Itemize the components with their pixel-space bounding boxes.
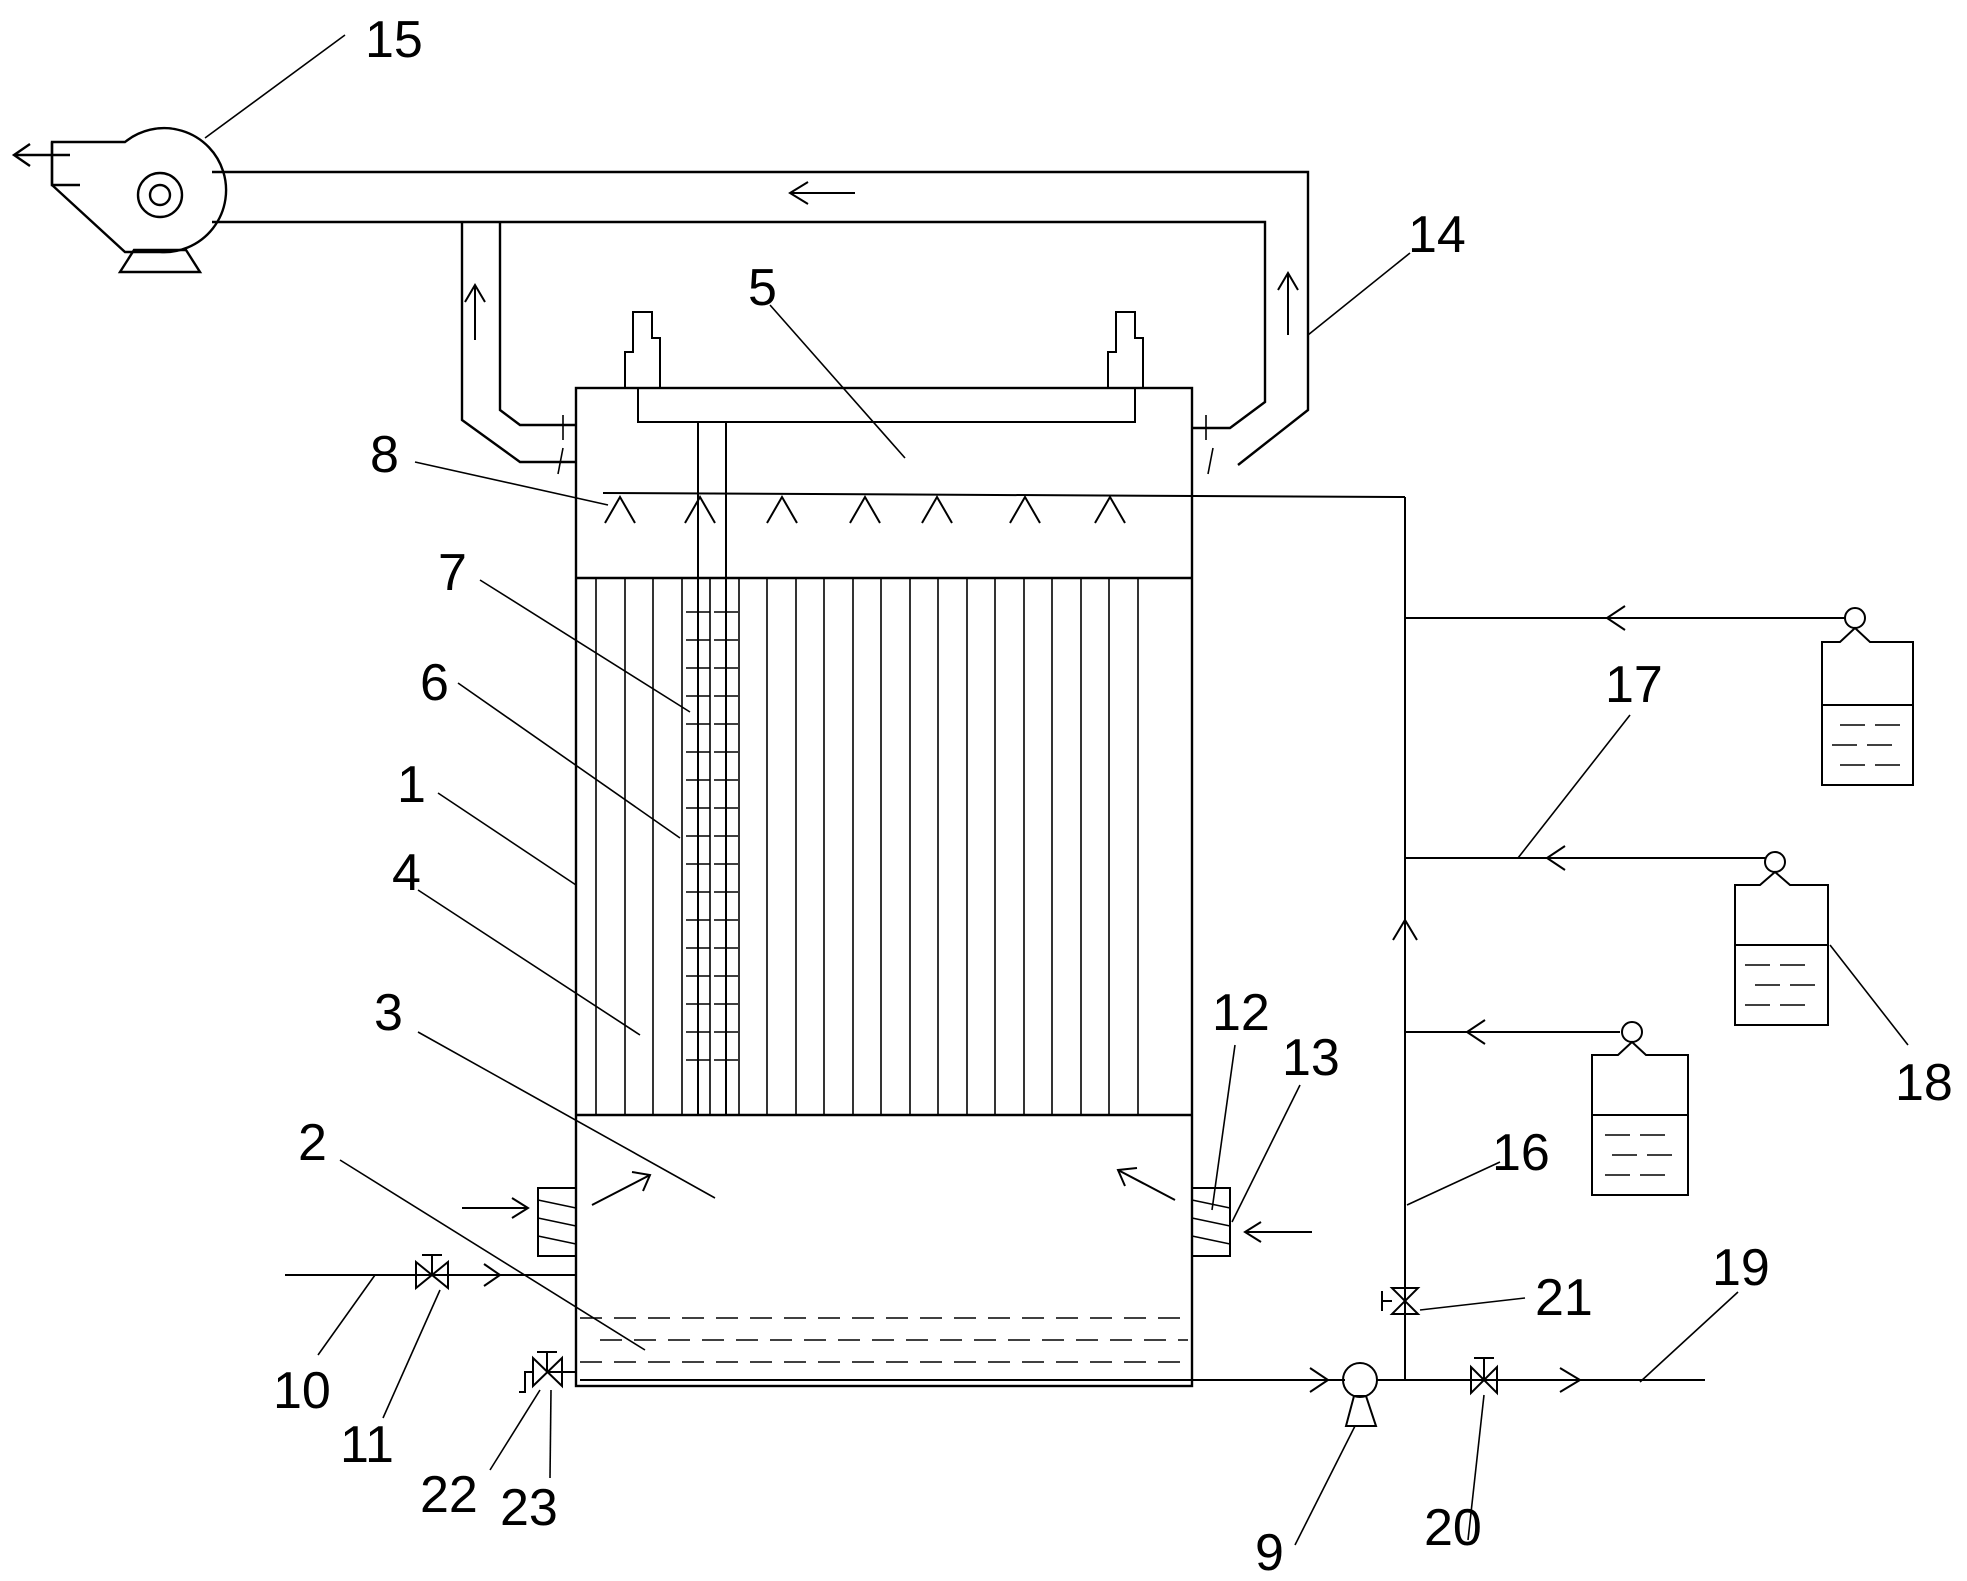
- leader-lines: [204, 34, 1909, 1546]
- label-14: 14: [1408, 206, 1466, 264]
- label-16: 16: [1492, 1124, 1550, 1182]
- label-18: 18: [1895, 1054, 1953, 1112]
- label-6: 6: [420, 654, 449, 712]
- dosing-tank-middle: [1405, 845, 1829, 1026]
- label-3: 3: [374, 984, 403, 1042]
- label-19: 19: [1712, 1239, 1770, 1297]
- label-5: 5: [748, 259, 777, 317]
- label-11: 11: [340, 1416, 394, 1474]
- packing-plates: [595, 578, 1139, 1115]
- recycle-line: [1381, 497, 1421, 1380]
- label-12: 12: [1212, 984, 1270, 1042]
- spray-nozzle: [849, 494, 881, 524]
- label-7: 7: [438, 544, 467, 602]
- label-4: 4: [392, 844, 421, 902]
- spray-nozzle: [921, 494, 953, 524]
- drain-valve: [519, 1351, 576, 1393]
- exhaust-duct: [212, 170, 1310, 475]
- label-22: 22: [420, 1466, 478, 1524]
- spray-nozzle: [684, 494, 716, 524]
- spray-nozzle: [1009, 494, 1041, 524]
- label-10: 10: [273, 1362, 331, 1420]
- label-23: 23: [500, 1479, 558, 1537]
- label-15: 15: [365, 11, 423, 69]
- dosing-tank-top: [1405, 605, 1914, 786]
- label-1: 1: [397, 756, 426, 814]
- water-inlet-pipe: [285, 1254, 576, 1291]
- callout-labels: 15 14 5 8 7 6 1 4 3 2 10 11 22 23 12 13 …: [273, 11, 1953, 1581]
- label-2: 2: [298, 1114, 327, 1172]
- spray-nozzle: [1094, 494, 1126, 524]
- label-9: 9: [1255, 1524, 1284, 1581]
- air-inlet-right: [1116, 1167, 1312, 1257]
- spray-nozzle: [766, 494, 798, 524]
- outlet-pipe: [1192, 1357, 1705, 1427]
- spray-nozzles: [604, 494, 1126, 524]
- label-17: 17: [1605, 656, 1663, 714]
- label-20: 20: [1424, 1499, 1482, 1557]
- spray-nozzle: [604, 494, 636, 524]
- dosing-tank-bottom: [1405, 1019, 1689, 1196]
- label-21: 21: [1535, 1269, 1593, 1327]
- air-inlet-left: [462, 1171, 652, 1257]
- label-8: 8: [370, 426, 399, 484]
- sensor-probe: [686, 611, 738, 1061]
- label-13: 13: [1282, 1029, 1340, 1087]
- exhaust-fan: [11, 127, 228, 274]
- reactor-vessel: [574, 311, 1406, 1388]
